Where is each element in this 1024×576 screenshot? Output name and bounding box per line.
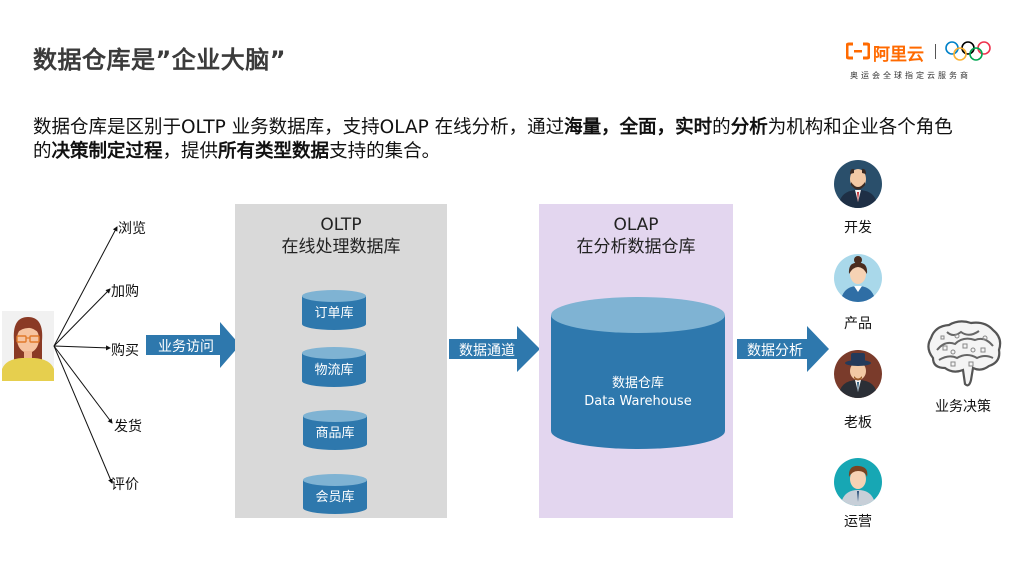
action-ship: 发货: [114, 419, 142, 435]
role-boss: 老板: [844, 415, 872, 431]
role-product: 产品: [844, 316, 872, 332]
oltp-title-line1: OLTP: [320, 215, 362, 235]
aliyun-logo: 阿里云 奥运会全球指定云服务商: [846, 40, 996, 85]
olap-title-line1: OLAP: [613, 215, 659, 235]
olap-title-line2: 在分析数据仓库: [576, 237, 696, 257]
order-db-cylinder: 订单库: [302, 290, 366, 330]
product-avatar-icon: [834, 254, 882, 302]
logistics-db-cylinder: 物流库: [302, 347, 366, 387]
database-icon: [302, 347, 366, 387]
product-db-cylinder: 商品库: [303, 410, 367, 450]
action-browse: 浏览: [118, 221, 146, 237]
data-warehouse-cylinder: 数据仓库 Data Warehouse: [551, 297, 725, 449]
developer-avatar-icon: [834, 160, 882, 208]
description-text: 数据仓库是区别于OLTP 业务数据库，支持OLAP 在线分析，通过海量，全面，实…: [33, 116, 953, 164]
action-purchase: 购买: [111, 343, 139, 359]
member-db-label: 会员库: [315, 490, 355, 505]
desc-segment-2: 的: [712, 117, 731, 138]
oltp-title: OLTP 在线处理数据库: [235, 214, 447, 258]
boss-avatar-icon: [834, 350, 882, 398]
logo-subtitle: 奥运会全球指定云服务商: [850, 71, 971, 80]
action-review: 评价: [111, 477, 139, 493]
business-decision-label: 业务决策: [935, 399, 991, 415]
database-icon: [302, 290, 366, 330]
database-icon: [303, 410, 367, 450]
desc-segment-8: 支持的集合。: [329, 141, 441, 162]
line-to-cart: [53, 288, 111, 347]
logo-brand-text: 阿里云: [873, 45, 924, 65]
olympic-rings-icon: [945, 41, 991, 61]
desc-segment-0: 数据仓库是区别于OLTP 业务数据库，支持OLAP 在线分析，通过: [33, 117, 565, 138]
action-add-to-cart: 加购: [111, 284, 139, 300]
line-to-buy: [53, 345, 111, 351]
arrow-shape-icon: [146, 322, 240, 368]
data-warehouse-en: Data Warehouse: [584, 394, 692, 409]
database-icon: [303, 474, 367, 514]
data-warehouse-label: 数据仓库 Data Warehouse: [551, 375, 725, 411]
data-channel-arrow: 数据通道: [449, 326, 540, 372]
line-to-review: [53, 345, 113, 484]
data-warehouse-cn: 数据仓库: [611, 376, 664, 391]
desc-segment-1: 海量，全面，实时: [564, 117, 713, 138]
oltp-panel: OLTP 在线处理数据库: [235, 204, 447, 518]
desc-segment-3: 分析: [730, 117, 768, 138]
aliyun-mark-icon: [846, 42, 870, 60]
order-db-label: 订单库: [314, 306, 354, 321]
desc-segment-7: 所有类型数据: [218, 141, 330, 162]
brain-icon: [927, 320, 1002, 387]
database-icon: [551, 297, 725, 449]
logo-divider: [935, 44, 936, 59]
data-analysis-label: 数据分析: [747, 343, 803, 359]
desc-segment-6: ，提供: [162, 141, 219, 162]
business-access-arrow: 业务访问: [146, 322, 240, 368]
member-db-cylinder: 会员库: [303, 474, 367, 514]
oltp-title-line2: 在线处理数据库: [281, 237, 401, 257]
slide-title: 数据仓库是”企业大脑”: [33, 46, 287, 74]
product-db-label: 商品库: [315, 426, 355, 441]
data-analysis-arrow: 数据分析: [737, 326, 829, 372]
logistics-db-label: 物流库: [314, 363, 354, 378]
arrow-shape-icon: [737, 326, 829, 372]
arrow-shape-icon: [449, 326, 540, 372]
action-fan-lines: [53, 226, 118, 484]
desc-segment-4: 为机构和企业各个角色的: [33, 117, 953, 162]
role-developer: 开发: [844, 220, 872, 236]
desc-segment-5: 决策制定过程: [51, 141, 163, 162]
olap-title: OLAP 在分析数据仓库: [539, 214, 733, 258]
operations-avatar-icon: [834, 458, 882, 506]
data-channel-label: 数据通道: [459, 343, 515, 359]
line-to-ship: [53, 345, 113, 424]
line-to-browse: [53, 226, 118, 347]
business-access-label: 业务访问: [158, 339, 214, 355]
role-operations: 运营: [844, 514, 872, 530]
customer-avatar-icon: [2, 311, 54, 381]
